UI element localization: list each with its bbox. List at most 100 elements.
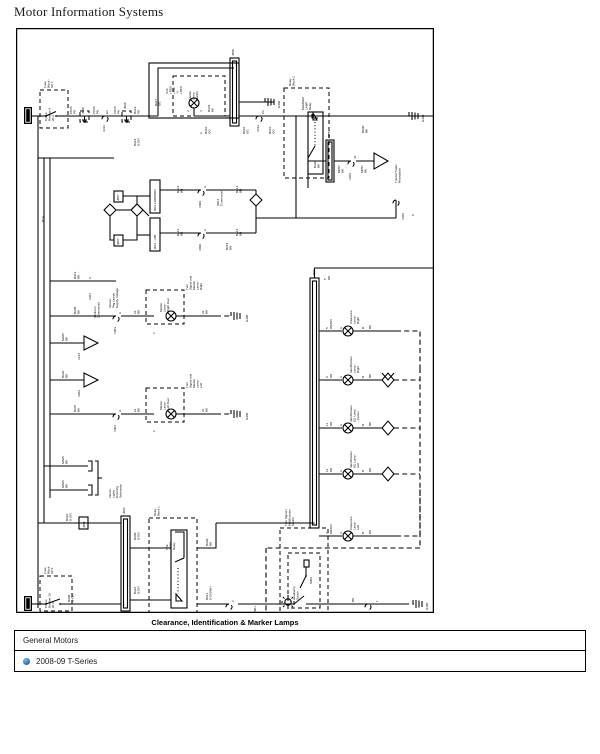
wiring-diagram: .wire { stroke:#000; stroke-width:1.05; … [16, 28, 434, 613]
svg-text:B+: B+ [26, 604, 30, 608]
svg-text:U34: U34 [165, 88, 169, 94]
lamp-glyph-icon [281, 595, 295, 609]
svg-text:23: 23 [201, 310, 205, 314]
svg-text:RD2 - U88: RD2 - U88 [153, 234, 157, 249]
svg-text:Lamp -: Lamp - [353, 315, 357, 324]
svg-text:Pkg Lamps: Pkg Lamps [112, 292, 116, 308]
svg-text:CP26: CP26 [113, 106, 117, 114]
svg-text:DN/GN: DN/GN [329, 524, 333, 534]
svg-text:BA02: BA02 [381, 612, 385, 613]
svg-text:B: B [361, 532, 365, 534]
svg-text:BA10: BA10 [65, 513, 69, 521]
svg-text:PK: PK [73, 110, 77, 114]
svg-text:BK: BK [77, 310, 81, 314]
svg-text:J094: J094 [82, 521, 86, 528]
tail-lamp-relay: Relay Block 1 TAIL LAMP Relay BA09 D-GN … [130, 506, 235, 613]
footer-vehicle: 2008-09 T-Series [36, 656, 98, 666]
svg-text:20 A: 20 A [51, 115, 55, 121]
power-source-pdm: PDM B/B [24, 107, 32, 124]
svg-text:Schematic: Schematic [119, 483, 123, 498]
svg-text:DN/GN: DN/GN [329, 319, 333, 329]
svg-text:(Uniform: (Uniform [93, 306, 97, 318]
svg-text:RD2 x1098/RD3: RD2 x1098/RD3 [153, 189, 157, 211]
svg-text:BK: BK [137, 310, 141, 314]
svg-text:X212: X212 [102, 125, 106, 132]
svg-text:J088: J088 [231, 49, 235, 56]
svg-text:BA14: BA14 [235, 228, 239, 236]
svg-text:C: C [411, 213, 415, 216]
svg-text:Lamp: Lamp [192, 92, 196, 100]
svg-text:D-GN/WH: D-GN/WH [209, 587, 213, 601]
svg-text:Lamp -: Lamp - [353, 364, 357, 373]
fuse-block-sp2: Fuse Block SP 2 Circuit Breaker 19 20 A … [32, 566, 121, 612]
svg-text:Block -: Block - [47, 79, 51, 88]
rd2-connector-block: J087 J087 RD2 x1098/RD3 RD2 - U88 BA13 B… [103, 179, 415, 252]
svg-text:13: 13 [325, 468, 329, 472]
svg-text:PK: PK [117, 110, 121, 114]
svg-text:A: A [203, 229, 207, 231]
svg-text:Lamp -: Lamp - [196, 379, 200, 388]
svg-text:BN: BN [239, 189, 243, 193]
svg-text:BA13: BA13 [176, 228, 180, 236]
marker-lamp-left-door-row: BA07 BK X001 A 23 BK 2 Marker Lamp - Lef… [50, 373, 249, 432]
svg-text:MARKER: MARKER [301, 96, 305, 110]
svg-text:23: 23 [201, 408, 205, 412]
svg-text:Left Door: Left Door [166, 398, 170, 410]
svg-text:C2: C2 [261, 110, 265, 114]
svg-text:Fuse: Fuse [43, 81, 47, 88]
svg-text:AM02: AM02 [385, 612, 389, 613]
svg-text:OG: OG [158, 101, 162, 106]
svg-text:BN: BN [229, 246, 233, 250]
svg-text:D-GN: D-GN [137, 138, 141, 146]
svg-text:BK: BK [137, 408, 141, 412]
svg-text:Relay: Relay [308, 102, 312, 110]
bottom-ground-branch: BK X1 1 BA02 AM02 BK G400 [328, 598, 429, 613]
svg-text:PDM B/B: PDM B/B [26, 109, 30, 121]
svg-text:(G) Lamp: (G) Lamp [353, 409, 357, 422]
svg-text:BN: BN [239, 232, 243, 236]
svg-text:DN: DN [329, 422, 333, 426]
svg-text:Identification: Identification [349, 356, 353, 373]
svg-text:X001: X001 [113, 327, 117, 334]
svg-text:2: 2 [152, 430, 156, 432]
svg-text:BA07: BA07 [73, 404, 77, 412]
svg-text:Right Door: Right Door [166, 298, 170, 312]
svg-text:J078: J078 [327, 131, 331, 138]
svg-text:D-GN: D-GN [71, 594, 75, 602]
svg-text:A: A [339, 532, 343, 534]
svg-text:Marker: Marker [159, 401, 163, 410]
svg-text:Tractor/Trailer: Tractor/Trailer [394, 164, 398, 183]
svg-text:Dimming: Dimming [115, 486, 119, 498]
svg-text:E4: E4 [105, 110, 109, 114]
svg-text:(RD4: (RD4 [216, 199, 220, 206]
svg-text:BK: BK [368, 374, 372, 378]
svg-text:Marker: Marker [159, 303, 163, 312]
svg-text:X206: X206 [348, 173, 352, 180]
left-main-bus: J019 [37, 116, 114, 608]
svg-text:J087: J087 [116, 238, 120, 245]
svg-text:BA20: BA20 [313, 160, 317, 168]
svg-text:A: A [339, 424, 343, 426]
svg-text:BA10: BA10 [242, 126, 246, 134]
svg-text:+IN0: +IN0 [172, 87, 176, 94]
svg-text:A: A [118, 410, 122, 412]
svg-text:X212: X212 [256, 125, 260, 132]
lamp-identification-left: 13 DN A Identification (G) Lamp - Left B… [319, 451, 420, 482]
svg-text:D-GN: D-GN [137, 586, 141, 594]
svg-text:PK: PK [137, 110, 141, 114]
svg-text:BK: BK [317, 164, 321, 168]
svg-text:Relay: Relay [153, 508, 157, 516]
svg-text:B: B [361, 424, 365, 426]
svg-text:Multifunction: Multifunction [288, 509, 292, 526]
svg-text:9: 9 [325, 376, 329, 378]
svg-text:D-GN/WH: D-GN/WH [253, 607, 257, 614]
svg-text:Connection): Connection) [97, 302, 101, 318]
svg-text:Block: Block [47, 566, 51, 574]
svg-text:CP26: CP26 [92, 106, 96, 114]
svg-text:Block 1: Block 1 [157, 506, 161, 516]
svg-text:X201: X201 [88, 293, 92, 300]
footer-vehicle-row[interactable]: 2008-09 T-Series [15, 651, 585, 671]
svg-text:Right: Right [356, 317, 360, 324]
headlamp-switch: Turn Signal / Multifunction Switch Headl… [238, 509, 329, 614]
svg-text:BA08: BA08 [67, 594, 71, 602]
